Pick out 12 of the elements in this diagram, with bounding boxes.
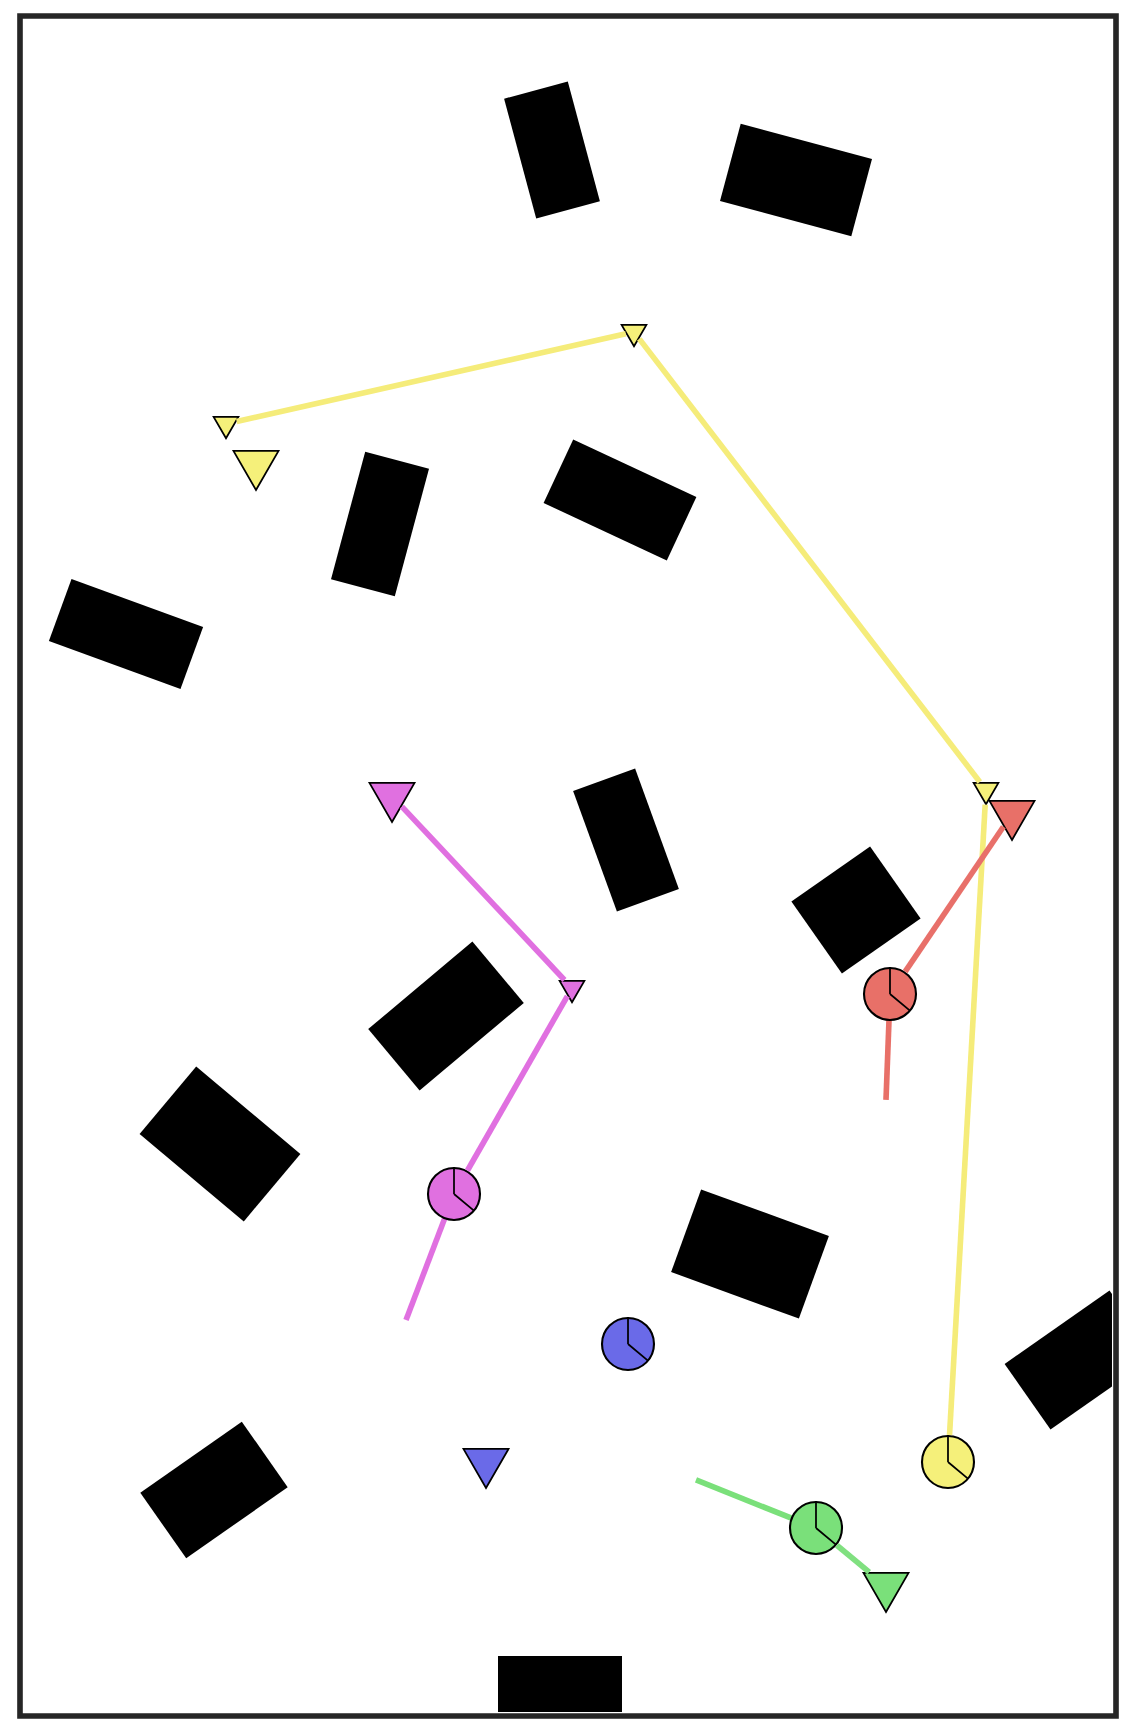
path-line bbox=[637, 337, 983, 784]
path-line bbox=[902, 825, 1006, 974]
robot-marker bbox=[426, 1166, 482, 1222]
path-line bbox=[835, 1543, 872, 1575]
robot-marker bbox=[920, 1434, 976, 1490]
robot-marker bbox=[788, 1500, 844, 1556]
robot-marker bbox=[862, 966, 918, 1022]
path-line bbox=[399, 804, 567, 982]
robot-marker bbox=[600, 1316, 656, 1372]
path-line bbox=[236, 331, 627, 425]
path-line bbox=[465, 994, 570, 1172]
path-line bbox=[946, 804, 988, 1436]
